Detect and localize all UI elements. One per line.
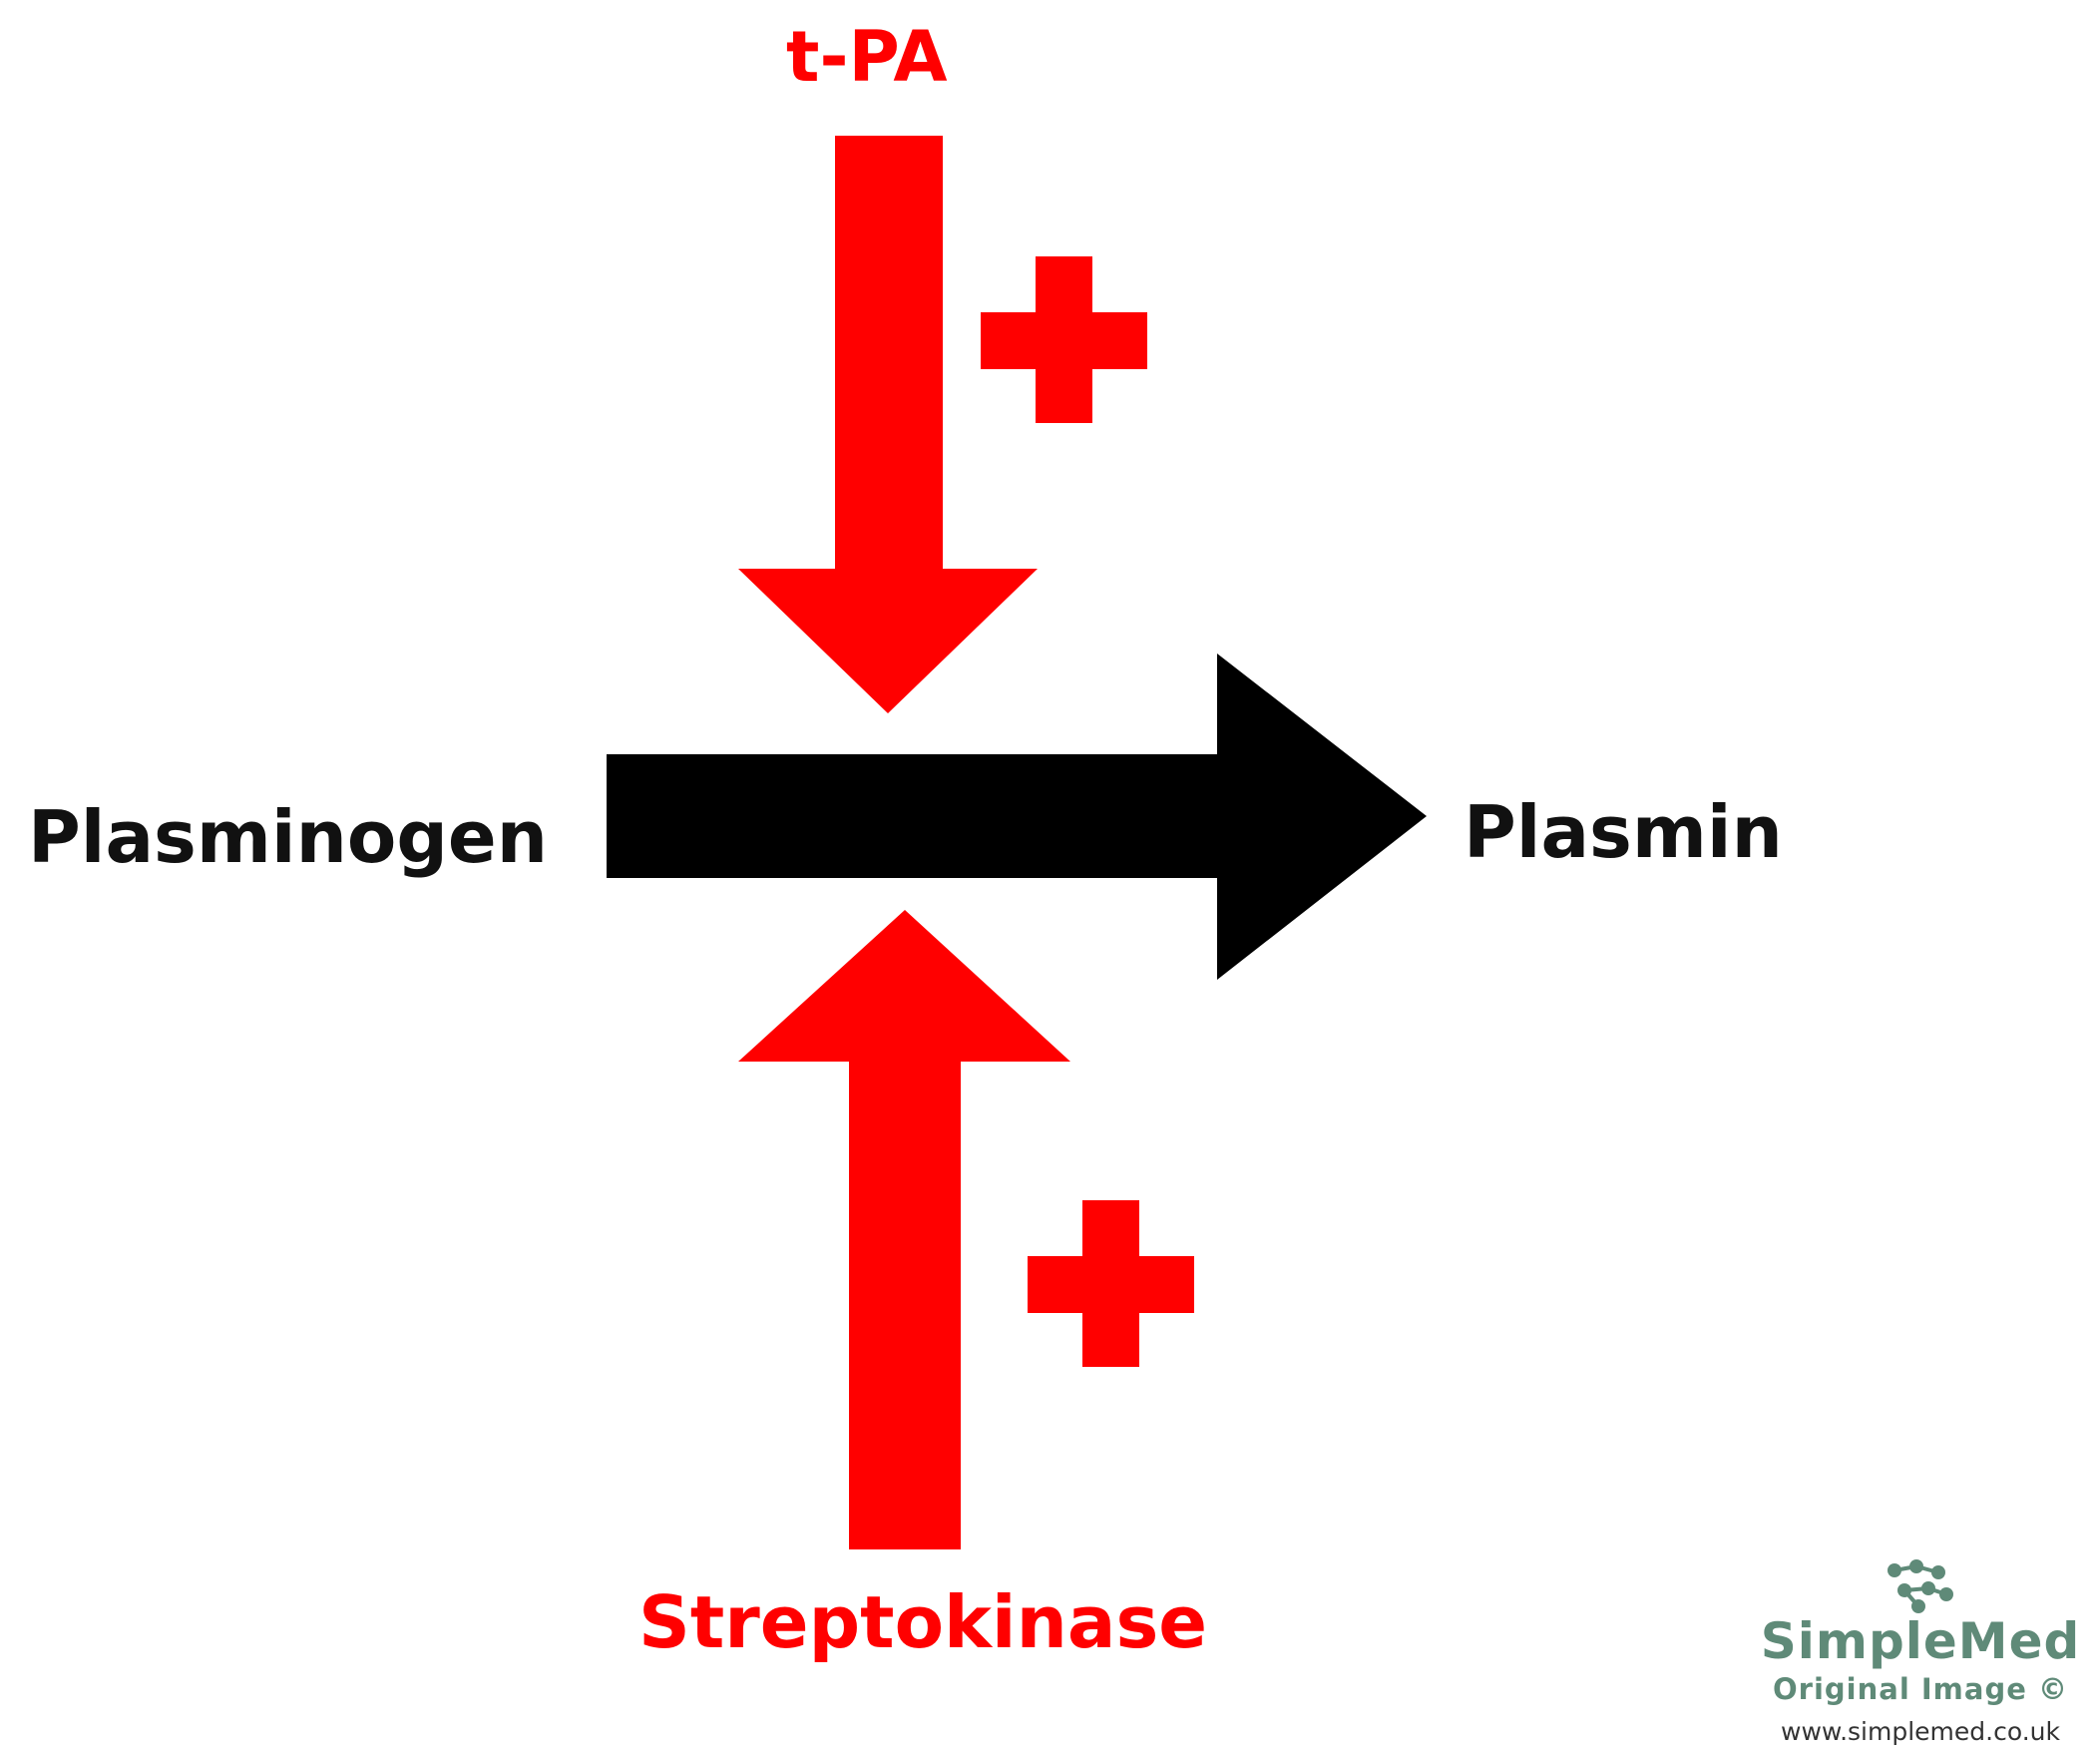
t-pa-label: t-PA [786, 16, 948, 98]
plasminogen-label: Plasminogen [28, 795, 548, 879]
watermark: SimpleMed Original Image © www.simplemed… [1756, 1556, 2085, 1747]
plus-icon [981, 256, 1147, 423]
molecule-logo-icon [1888, 1559, 1953, 1613]
watermark-brand: SimpleMed [1760, 1612, 2081, 1670]
arrow-up-icon [738, 910, 1070, 1549]
watermark-subtitle: Original Image © [1773, 1672, 2068, 1706]
arrow-right-icon [607, 654, 1427, 980]
plasmin-label: Plasmin [1464, 790, 1783, 874]
plus-icon [1028, 1200, 1194, 1367]
watermark-url: www.simplemed.co.uk [1781, 1716, 2060, 1746]
arrow-down-icon [738, 136, 1038, 713]
watermark-logo [1756, 1556, 2085, 1616]
streptokinase-label: Streptokinase [638, 1580, 1208, 1664]
